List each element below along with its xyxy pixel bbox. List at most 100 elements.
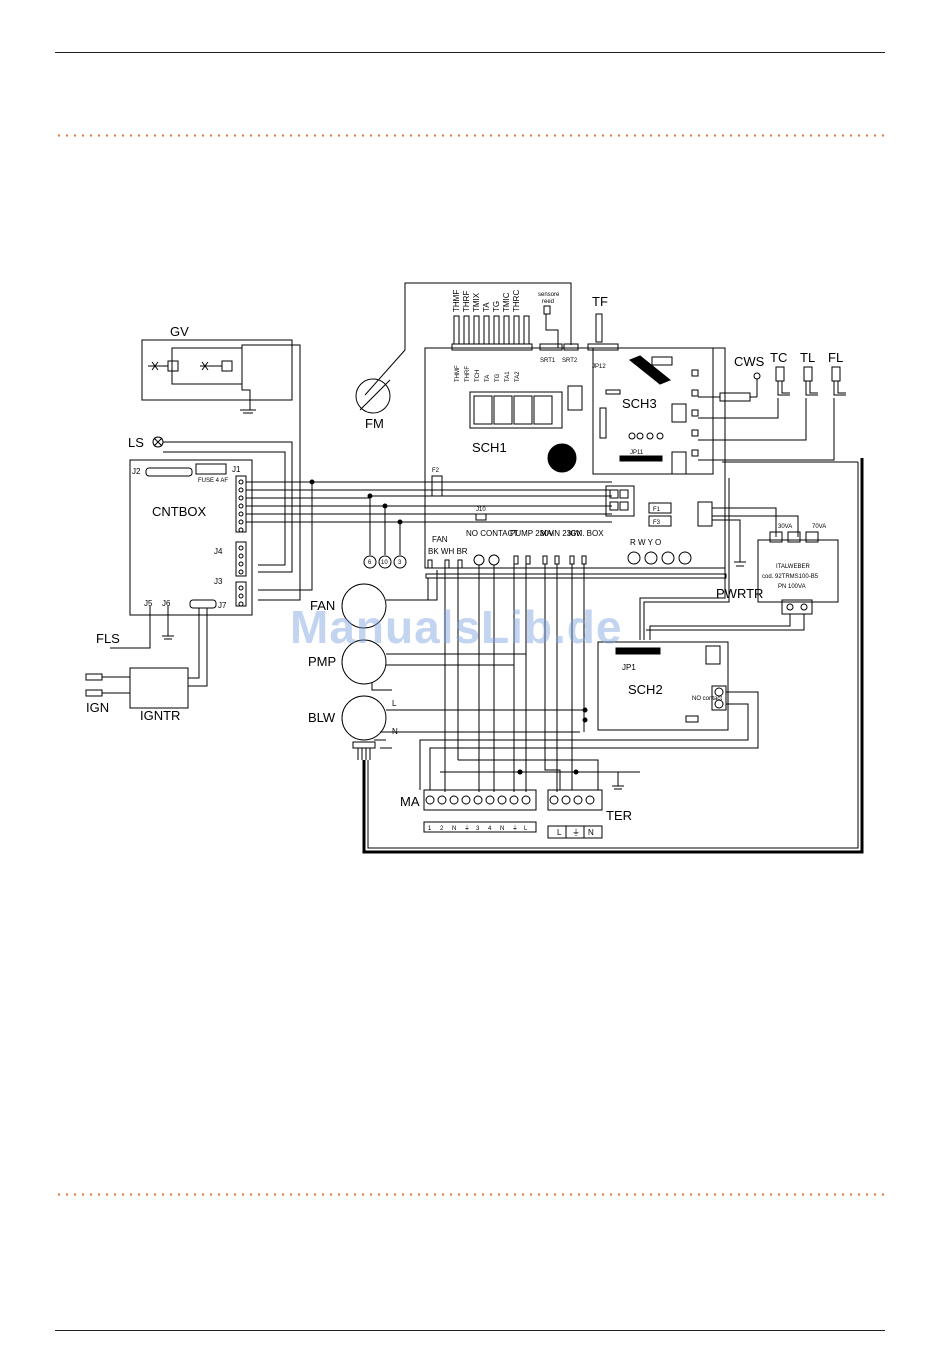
ma-cell: 4	[488, 826, 492, 832]
sensor-label: THRF	[462, 291, 471, 312]
jp11-label: JP11	[630, 450, 644, 456]
sch3-label: SCH3	[622, 396, 657, 411]
ma-cell: L	[524, 826, 528, 832]
bottom-rule	[55, 1330, 885, 1331]
ma-cell: ⏚	[512, 825, 518, 832]
sensor-code: TCH	[475, 370, 481, 382]
sensor-code: THMF	[455, 365, 461, 382]
fan-header: FAN	[432, 535, 448, 544]
sensor-label: TG	[492, 301, 501, 312]
f1-label: F1	[653, 507, 661, 513]
no-contact-header: NO CONTACT	[466, 529, 518, 538]
blw-n-label: N	[392, 727, 398, 736]
sensor-label: TMIX	[472, 292, 481, 312]
j6-label: J6	[162, 599, 171, 608]
ter-cell: N	[588, 828, 594, 837]
va70-label: 70VA	[812, 524, 826, 530]
ter-cell: L	[557, 828, 562, 837]
sensor-code: THRF	[465, 366, 471, 382]
j7-label: J7	[218, 601, 227, 610]
sch1-label: SCH1	[472, 440, 507, 455]
j1-label: J1	[232, 465, 241, 474]
sensor-code-group: THMF THRF TCH TA TG TA1 TA2 SRT1 SRT2	[455, 358, 578, 382]
ter-terminal-block	[547, 789, 603, 811]
ter-cell: ⏚	[572, 828, 580, 837]
j2-label: J2	[132, 467, 141, 476]
fls-label: FLS	[96, 631, 120, 646]
no-contact-sch2: NO contact	[692, 696, 722, 702]
sensor-label-group: THMF THRF TMIX TA TG TMIC THRC	[452, 290, 521, 312]
sensor-label: TMIC	[502, 292, 511, 312]
igntr-label: IGNTR	[140, 708, 180, 723]
sensor-label: THRC	[512, 290, 521, 312]
ter-cell-group: L ⏚ N	[557, 828, 594, 837]
gv-box	[141, 339, 293, 401]
pwrtr-label: PWRTR	[716, 586, 763, 601]
fl-label: FL	[828, 350, 843, 365]
sch3-board	[592, 347, 714, 475]
ma-cell: 1	[428, 826, 432, 832]
italweber-line1: ITALWEBER	[776, 564, 810, 570]
pmp-label: PMP	[308, 654, 336, 669]
cws-label: CWS	[734, 354, 765, 369]
italweber-line2: cod. 92TRMS100-B5	[762, 574, 819, 580]
circle-10: 10	[381, 560, 388, 566]
j3-label: J3	[214, 577, 223, 586]
bottom-dotted-divider	[55, 1193, 887, 1196]
ma-cell: N	[500, 826, 504, 832]
ma-cell: 3	[476, 826, 480, 832]
sensore-label: sensore	[538, 292, 560, 298]
sensor-label: THMF	[452, 290, 461, 312]
sensor-code: SRT2	[562, 358, 578, 364]
f2-label: F2	[432, 468, 440, 474]
ma-label: MA	[400, 794, 420, 809]
tc-label: TC	[770, 350, 787, 365]
sch2-board	[597, 641, 729, 731]
ls-label: LS	[128, 435, 144, 450]
sensor-code: SRT1	[540, 358, 556, 364]
va30-label: 30VA	[778, 524, 792, 530]
ma-cell-group: 1 2 N ⏚ 3 4 N ⏚ L	[428, 825, 528, 832]
italweber-line3: PN 100VA	[778, 584, 806, 590]
top-dotted-divider	[55, 134, 887, 137]
fan-label: FAN	[310, 598, 335, 613]
j4-label: J4	[214, 547, 223, 556]
jp12-label: JP12	[592, 364, 606, 370]
sch1-board	[424, 347, 726, 569]
rwyo-header: R W Y O	[630, 538, 661, 547]
igntr-transformer	[129, 667, 189, 709]
tl-label: TL	[800, 350, 815, 365]
sensor-code: TA2	[515, 371, 521, 382]
jp1-label: JP1	[622, 663, 636, 672]
pump-header: PUMP 230V	[510, 529, 555, 538]
j10-label: J10	[476, 507, 486, 513]
ma-cell: ⏚	[464, 825, 470, 832]
fuse-label: FUSE 4 AF	[198, 478, 228, 484]
cntbox	[129, 459, 253, 616]
bk-wh-br-header: BK WH BR	[428, 547, 468, 556]
sensor-code: TG	[495, 373, 501, 382]
ma-cell: N	[452, 826, 456, 832]
top-rule	[55, 52, 885, 53]
f3-label: F3	[653, 520, 661, 526]
sensor-code: TA	[485, 375, 491, 382]
ma-terminal-block	[423, 789, 537, 811]
sch2-label: SCH2	[628, 682, 663, 697]
blw-l-label: L	[392, 699, 397, 708]
j5-label: J5	[144, 599, 153, 608]
sensor-label: TA	[482, 302, 491, 312]
pwrtr-transformer	[757, 539, 839, 603]
tf-label: TF	[592, 294, 608, 309]
ign-label: IGN	[86, 700, 109, 715]
cntbox-label: CNTBOX	[152, 504, 207, 519]
circle-3: 3	[398, 560, 402, 566]
gv-label: GV	[170, 324, 189, 339]
main-header: MAIN 230V	[540, 529, 582, 538]
fm-label: FM	[365, 416, 384, 431]
ter-label: TER	[606, 808, 632, 823]
blw-label: BLW	[308, 710, 336, 725]
circle-6: 6	[368, 560, 372, 566]
ign-box-header: IGN. BOX	[568, 529, 604, 538]
reed-label: reed	[542, 299, 554, 305]
